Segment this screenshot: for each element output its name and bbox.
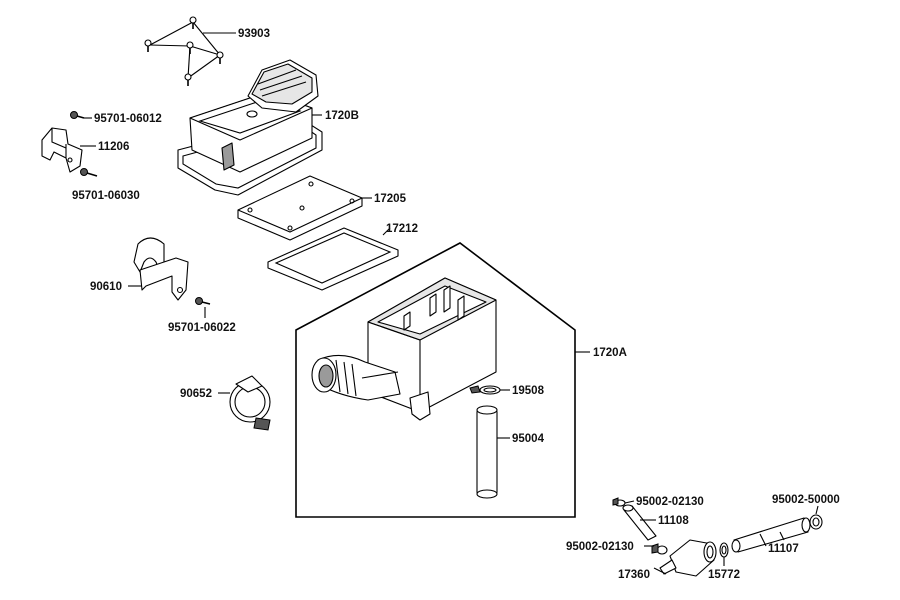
label-11108: 11108 (658, 515, 689, 527)
gasket-17212 (267, 227, 399, 291)
clip-19508 (469, 385, 510, 395)
airbox-body-1720A (311, 277, 497, 421)
label-19508: 19508 (512, 385, 545, 397)
label-93903: 93903 (238, 28, 270, 40)
label-15772: 15772 (708, 569, 740, 581)
label-1720B: 1720B (325, 110, 359, 122)
bracket-11206 (41, 127, 96, 173)
label-11206: 11206 (98, 141, 129, 153)
label-17360: 17360 (618, 569, 650, 581)
clip-95002-02130-upper (612, 497, 635, 507)
bolt-95701-06012 (70, 111, 92, 119)
assembly-outline-1720A (295, 242, 590, 518)
label-11107: 11107 (768, 543, 799, 555)
airbox-cover-1720B (177, 59, 323, 196)
tube-95004 (476, 405, 510, 499)
plate-17205 (237, 175, 372, 241)
label-95701-06012: 95701-06012 (94, 113, 162, 125)
label-17212: 17212 (386, 223, 418, 235)
valve-17360 (653, 539, 717, 577)
hose-11108 (622, 504, 657, 541)
clamp-95002-50000 (809, 505, 823, 530)
label-17205: 17205 (374, 193, 407, 205)
hose-11107 (731, 517, 811, 553)
clamp-90610 (128, 237, 189, 301)
bolt-95701-06022 (195, 297, 211, 318)
label-95002-50000: 95002-50000 (772, 494, 840, 506)
label-95701-06022: 95701-06022 (168, 322, 236, 334)
label-90610: 90610 (90, 281, 122, 293)
label-95002-02130-upper: 95002-02130 (636, 496, 704, 508)
bolt-95701-06030 (80, 168, 98, 177)
label-90652: 90652 (180, 388, 212, 400)
label-1720A: 1720A (593, 347, 627, 359)
clip-95002-02130-lower (644, 543, 668, 555)
screw-icon (144, 16, 224, 86)
label-95004: 95004 (512, 433, 545, 445)
label-95701-06030: 95701-06030 (72, 190, 140, 202)
clamp-ring-90652 (218, 375, 271, 431)
ring-15772 (719, 542, 729, 566)
screw-set-93903 (144, 16, 236, 86)
label-95002-02130-lower: 95002-02130 (566, 541, 634, 553)
